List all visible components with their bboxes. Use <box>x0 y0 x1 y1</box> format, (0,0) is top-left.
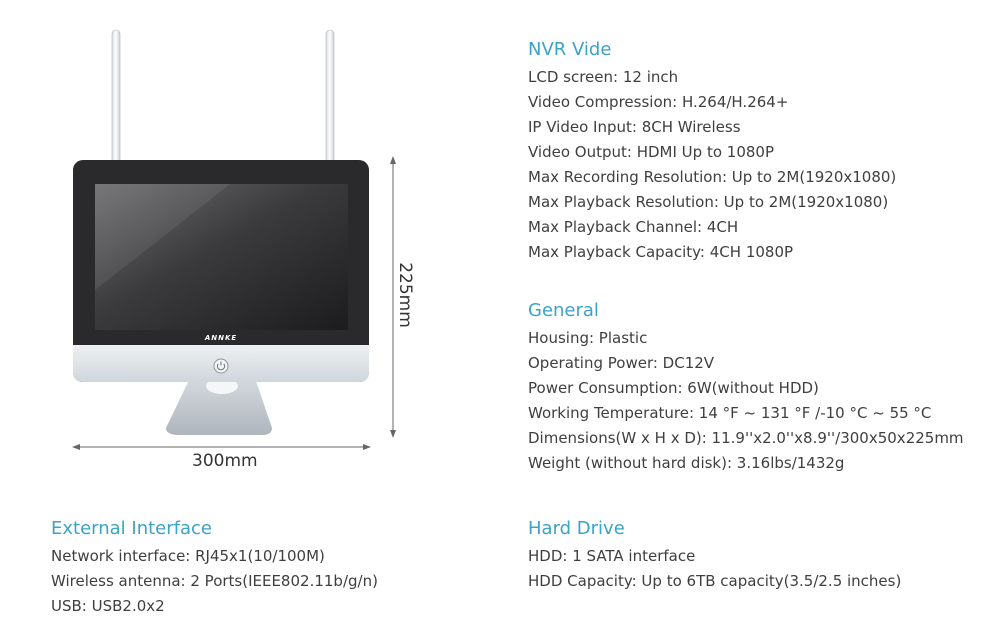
spec-line: LCD screen: 12 inch <box>528 68 679 86</box>
antenna-left <box>111 29 121 167</box>
nvr-video-section: NVR Vide LCD screen: 12 inch Video Compr… <box>528 38 896 265</box>
spec-line: Network interface: RJ45x1(10/100M) <box>51 547 325 565</box>
monitor-stand <box>166 378 272 435</box>
antenna-right <box>325 29 335 167</box>
spec-line: Housing: Plastic <box>528 329 648 347</box>
general-heading: General <box>528 300 599 321</box>
spec-line: Max Playback Resolution: Up to 2M(1920x1… <box>528 193 889 211</box>
spec-line: Wireless antenna: 2 Ports(IEEE802.11b/g/… <box>51 572 378 590</box>
power-icon <box>213 358 229 374</box>
brand-logo: ANNKE <box>204 334 237 342</box>
spec-line: Working Temperature: 14 °F ~ 131 °F /-10… <box>528 404 932 422</box>
external-interface-section: External Interface Network interface: RJ… <box>51 517 378 619</box>
nvr-video-heading: NVR Vide <box>528 39 612 60</box>
spec-line: IP Video Input: 8CH Wireless <box>528 118 741 136</box>
spec-line: Weight (without hard disk): 3.16lbs/1432… <box>528 454 845 472</box>
monitor-screen <box>95 184 348 330</box>
hard-drive-section: Hard Drive HDD: 1 SATA interface HDD Cap… <box>528 517 901 594</box>
spec-line: Power Consumption: 6W(without HDD) <box>528 379 819 397</box>
external-interface-heading: External Interface <box>51 518 212 539</box>
spec-line: Operating Power: DC12V <box>528 354 715 372</box>
spec-line: Max Playback Channel: 4CH <box>528 218 739 236</box>
spec-line: HDD: 1 SATA interface <box>528 547 696 565</box>
general-section: General Housing: Plastic Operating Power… <box>528 299 964 476</box>
spec-line: Max Recording Resolution: Up to 2M(1920x… <box>528 168 897 186</box>
spec-line: Video Compression: H.264/H.264+ <box>528 93 789 111</box>
spec-line: Video Output: HDMI Up to 1080P <box>528 143 774 161</box>
height-dimension-label: 225mm <box>394 262 415 328</box>
spec-line: Dimensions(W x H x D): 11.9''x2.0''x8.9'… <box>528 429 964 447</box>
spec-line: Max Playback Capacity: 4CH 1080P <box>528 243 794 261</box>
width-dimension-label: 300mm <box>192 451 258 471</box>
spec-line: USB: USB2.0x2 <box>51 597 165 615</box>
width-dimension-arrow <box>72 444 371 450</box>
height-dimension-arrow <box>390 156 396 438</box>
spec-line: HDD Capacity: Up to 6TB capacity(3.5/2.5… <box>528 572 902 590</box>
hard-drive-heading: Hard Drive <box>528 518 625 539</box>
